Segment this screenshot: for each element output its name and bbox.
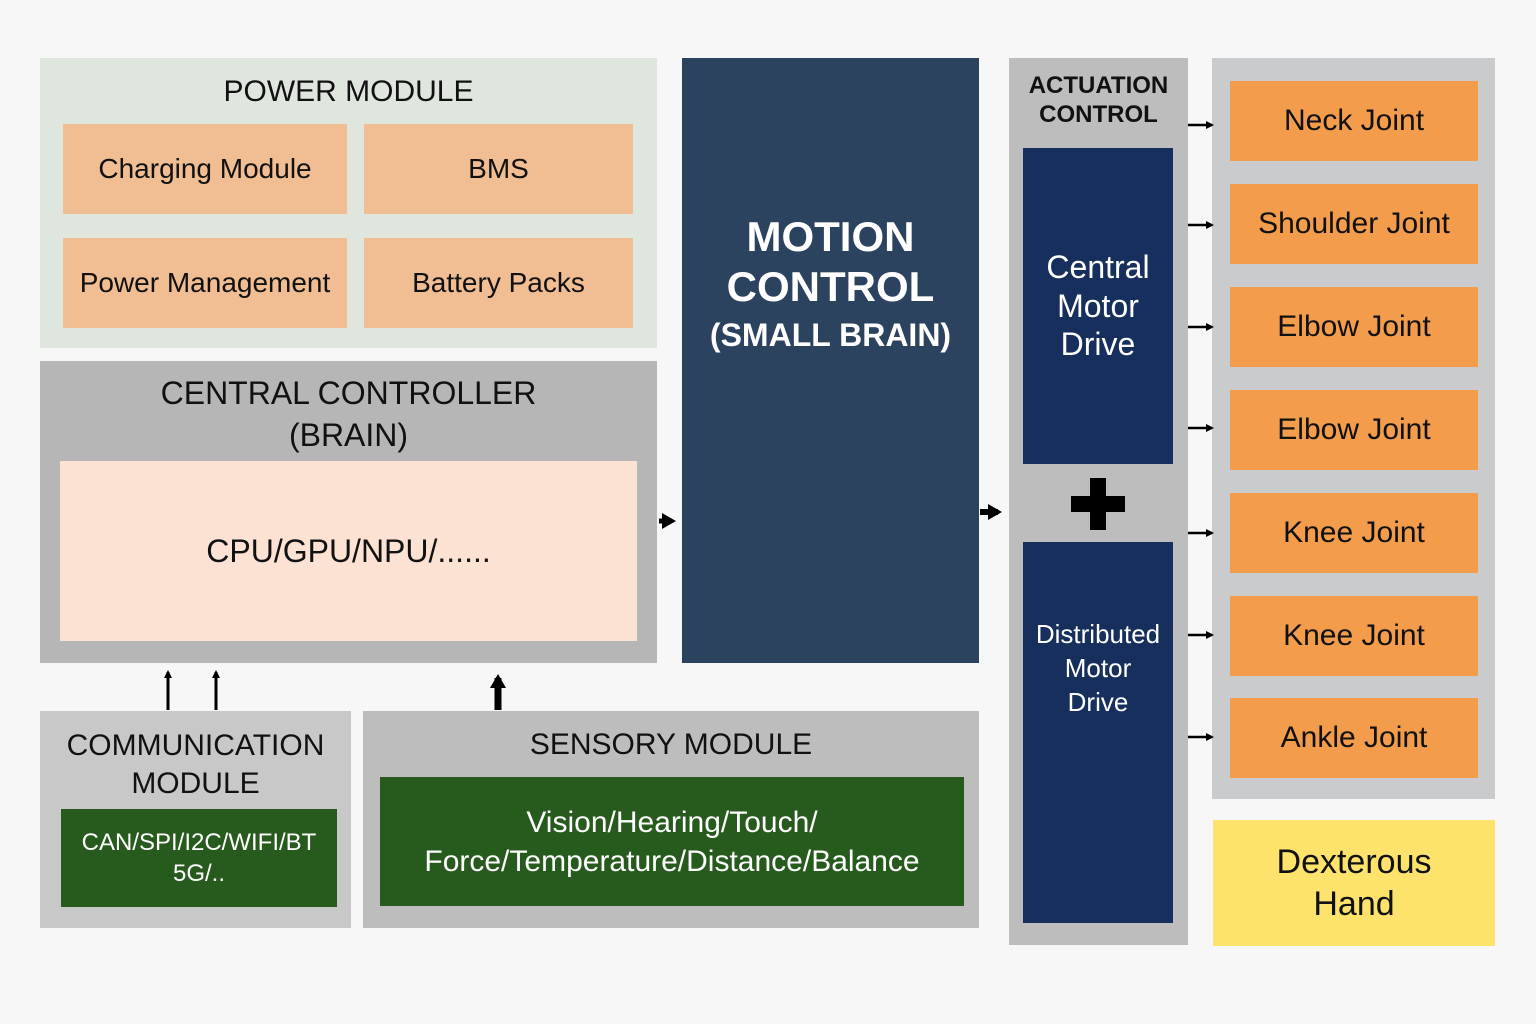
protocols-line2: 5G/.. [172,860,225,887]
distributed-motor-drive: Distributed Motor Drive [1023,542,1173,923]
central-drive-line1: Central [1046,249,1150,286]
actuation-title-line1: ACTUATION [1028,72,1169,99]
dexterous-hand: Dexterous Hand [1213,820,1495,946]
distributed-drive-line3: Drive [1067,686,1129,717]
senses-line1: Vision/Hearing/Touch/ [526,805,818,839]
motion-control-line3: (SMALL BRAIN) [709,317,952,354]
actuation-title-line2: CONTROL [1039,100,1158,128]
hand-line1: Dexterous [1276,842,1432,881]
sensory-module: SENSORY MODULE Vision/Hearing/Touch/ For… [363,711,979,928]
central-controller-title-line2: (BRAIN) [288,416,409,453]
power-module: POWER MODULE Charging Module BMS Power M… [40,58,657,348]
charging-module-box: Charging Module [63,124,347,214]
joint-shoulder: Shoulder Joint [1230,184,1478,264]
bms-box: BMS [364,124,633,214]
joint-elbow-1: Elbow Joint [1230,287,1478,367]
central-motor-drive: Central Motor Drive [1023,148,1173,464]
distributed-drive-line1: Distributed [1035,619,1161,649]
communication-title-line1: COMMUNICATION [66,729,325,762]
central-drive-line3: Drive [1060,326,1136,363]
plus-icon-bar [1071,496,1125,512]
battery-packs-box: Battery Packs [364,238,633,328]
power-module-title: POWER MODULE [223,75,474,108]
central-controller-title-line1: CENTRAL CONTROLLER [160,375,537,411]
motion-control: MOTION CONTROL (SMALL BRAIN) [682,58,979,663]
senses-box: Vision/Hearing/Touch/ Force/Temperature/… [380,777,964,906]
central-drive-line2: Motor [1057,287,1139,324]
power-management-box: Power Management [63,238,347,328]
communication-title-line2: MODULE [131,766,260,800]
senses-line2: Force/Temperature/Distance/Balance [424,844,920,878]
sensory-module-title: SENSORY MODULE [529,728,813,761]
hand-line2: Hand [1313,885,1395,923]
joint-knee-1: Knee Joint [1230,493,1478,573]
central-controller-title: CENTRAL CONTROLLER (BRAIN) [40,373,657,456]
communication-module: COMMUNICATION MODULE CAN/SPI/I2C/WIFI/BT… [40,711,351,928]
processor-box: CPU/GPU/NPU/...... [60,461,637,641]
motion-control-line1: MOTION [746,212,915,260]
communication-module-title: COMMUNICATION MODULE [40,727,351,802]
distributed-drive-line2: Motor [1064,652,1132,683]
joint-neck: Neck Joint [1230,81,1478,161]
actuation-control: ACTUATION CONTROL Central Motor Drive Di… [1009,58,1188,945]
motion-control-line2: CONTROL [726,262,935,310]
joint-elbow-2: Elbow Joint [1230,390,1478,470]
joint-ankle: Ankle Joint [1230,698,1478,778]
protocols-line1: CAN/SPI/I2C/WIFI/BT [81,828,317,856]
joints-panel: Neck Joint Shoulder Joint Elbow Joint El… [1212,58,1495,799]
actuation-control-title: ACTUATION CONTROL [1009,72,1188,130]
joint-knee-2: Knee Joint [1230,596,1478,676]
central-controller: CENTRAL CONTROLLER (BRAIN) CPU/GPU/NPU/.… [40,361,657,663]
protocols-box: CAN/SPI/I2C/WIFI/BT 5G/.. [61,809,337,907]
